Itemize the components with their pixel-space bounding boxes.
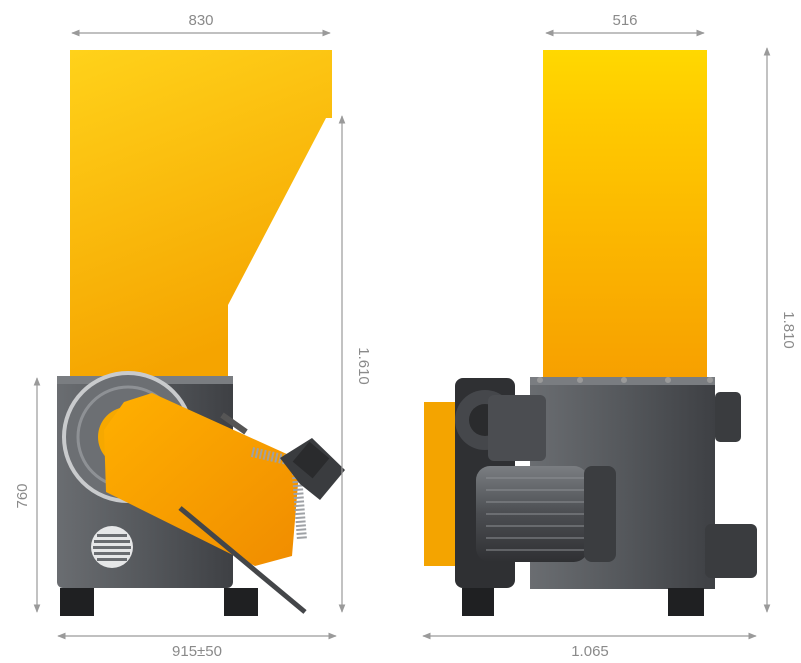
ventilation-grille-icon: [91, 526, 133, 568]
side-foot-right: [224, 588, 258, 616]
front-view-machine: [424, 50, 757, 616]
side-chute: [104, 393, 300, 566]
label-front-total-width: 1.065: [571, 643, 609, 660]
front-pipe-bottom: [705, 524, 757, 578]
side-motor: [280, 438, 345, 500]
label-side-lower-height: 760: [14, 483, 31, 508]
side-hopper: [70, 50, 332, 376]
side-foot-left: [60, 588, 94, 616]
front-foot-right: [668, 588, 704, 616]
side-view-machine: [57, 50, 345, 616]
label-side-top-width: 830: [188, 12, 213, 29]
front-hopper: [543, 50, 707, 377]
label-front-total-height: 1.810: [780, 311, 797, 349]
dimension-lines: [33, 29, 771, 640]
front-side-panel: [424, 402, 460, 566]
label-side-upper-height: 1.610: [355, 347, 372, 385]
label-front-hopper-width: 516: [612, 12, 637, 29]
front-foot-left: [462, 588, 494, 616]
label-side-total-width: 915±50: [172, 643, 222, 660]
front-pipe-top: [715, 392, 741, 442]
